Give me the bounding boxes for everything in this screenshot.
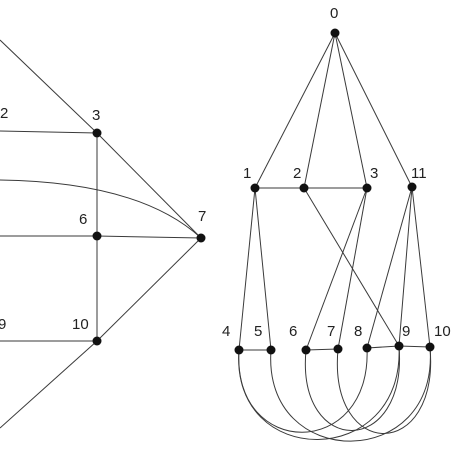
right-node-7 [333,344,343,354]
right-arc-7-10 [336,346,432,434]
right-label-7: 7 [327,323,335,340]
right-edge-11-9 [398,186,413,347]
right-label-5: 5 [254,323,262,340]
right-edge-3-7 [337,187,368,350]
right-edge-3-6 [305,187,368,351]
right-edge-1-5 [254,187,272,351]
left-label-7: 7 [198,208,206,225]
right-arc-4-9 [238,345,400,440]
left-graph: 2 3 6 7 9 10 [0,39,206,429]
right-node-6 [301,345,311,355]
left-label-10: 10 [72,316,89,333]
left-edge-3-7 [96,132,202,239]
right-arc-5-10 [270,346,431,442]
right-edge-0-3 [334,32,368,189]
left-node-10 [92,336,102,346]
right-label-10: 10 [434,323,451,340]
right-node-8 [362,343,372,353]
right-node-5 [266,345,276,355]
left-label-6: 6 [79,211,87,228]
right-edge-0-1 [254,32,336,189]
left-edge-10-offscreen-down [0,340,98,429]
right-node-9 [394,341,404,351]
right-node-1 [250,183,260,193]
right-edge-2-9 [303,187,400,347]
right-edge-0-2 [303,32,336,189]
right-label-1: 1 [243,165,251,182]
left-edge-6-7 [96,235,202,239]
right-edge-11-10 [411,186,431,348]
left-edge-7-10 [96,237,202,342]
right-node-4 [234,345,244,355]
right-edge-0-11 [334,32,413,188]
right-label-6: 6 [289,323,297,340]
left-label-3: 3 [92,107,100,124]
right-label-11: 11 [411,165,427,182]
right-edge-9-10 [398,345,431,348]
left-edge-offscreen-3-horizontal [0,130,98,134]
left-node-6 [92,231,102,241]
right-graph: 0 1 2 3 11 4 5 6 7 8 9 10 [222,5,451,442]
right-arc-4-8 [238,347,368,433]
right-edge-6-7 [305,348,339,351]
right-label-0: 0 [330,5,338,22]
left-node-3 [92,128,102,138]
left-node-7 [196,233,206,243]
left-label-2: 2 [0,105,8,122]
left-edge-offscreen-7-arc [0,179,202,239]
left-label-9: 9 [0,316,6,333]
right-node-10 [425,342,435,352]
left-edge-offscreen-3 [0,39,98,134]
right-label-2: 2 [293,165,301,182]
right-label-4: 4 [222,323,230,340]
right-edge-8-9 [366,345,400,349]
right-node-3 [362,183,372,193]
right-label-9: 9 [402,323,410,340]
right-edge-1-4 [238,187,256,351]
right-arc-6-9 [304,345,400,431]
right-node-0 [330,28,340,38]
right-edge-11-8 [366,186,413,349]
right-node-11 [407,182,417,192]
right-node-2 [299,183,309,193]
right-label-8: 8 [354,323,362,340]
right-label-3: 3 [370,165,378,182]
